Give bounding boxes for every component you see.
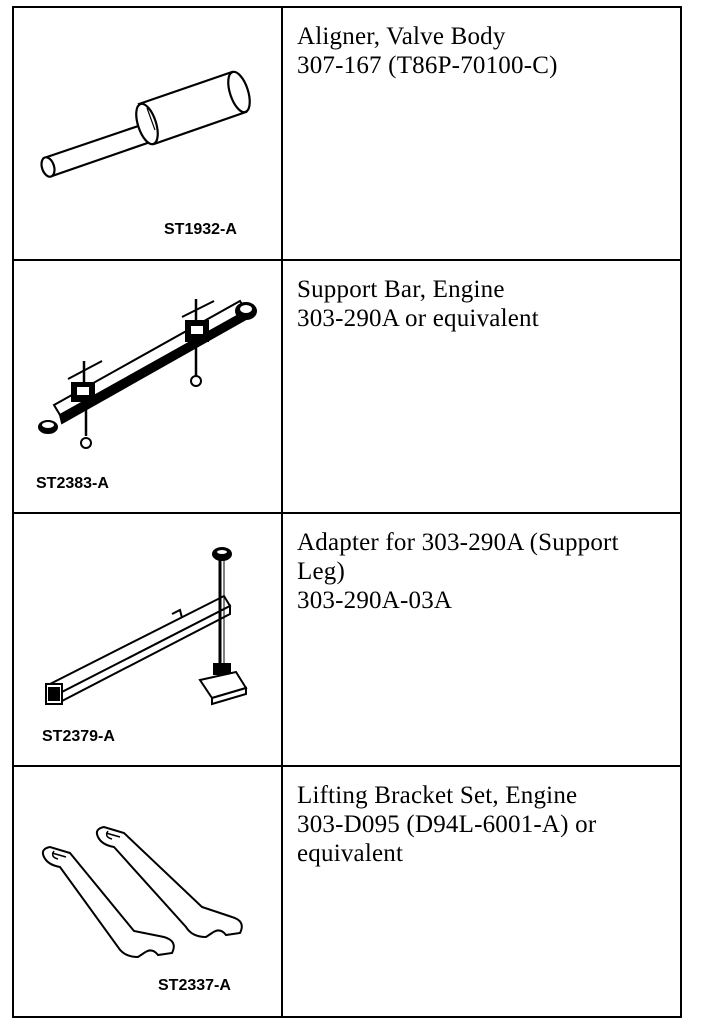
figure-code: ST2379-A: [42, 728, 115, 745]
tool-description-cell: Adapter for 303-290A (Support Leg) 303-2…: [281, 512, 682, 767]
tool-row: ST1932-A Aligner, Valve Body 307-167 (T8…: [12, 6, 682, 261]
tool-name: Lifting Bracket Set, Engine: [297, 782, 578, 809]
tool-description-cell: Aligner, Valve Body 307-167 (T86P-70100-…: [281, 6, 682, 261]
tool-name: Aligner, Valve Body: [297, 23, 506, 50]
special-tools-table: ST1932-A Aligner, Valve Body 307-167 (T8…: [12, 6, 682, 1018]
tool-name: Support Bar, Engine: [297, 276, 505, 303]
engine-support-bar-icon: [14, 261, 281, 514]
tool-illustration-cell: ST2383-A: [12, 259, 283, 514]
tool-illustration-cell: ST2337-A: [12, 765, 283, 1018]
tool-name: Adapter for 303-290A (Support: [297, 529, 619, 556]
tool-number-continued: equivalent: [297, 840, 404, 867]
figure-code: ST2383-A: [36, 475, 109, 492]
tool-name-continued: Leg): [297, 558, 345, 585]
tool-row: ST2337-A Lifting Bracket Set, Engine 303…: [12, 765, 682, 1018]
support-leg-adapter-icon: [14, 514, 281, 767]
tool-row: ST2383-A Support Bar, Engine 303-290A or…: [12, 259, 682, 514]
tool-number: 303-D095 (D94L-6001-A) or: [297, 811, 597, 838]
tool-description-cell: Support Bar, Engine 303-290A or equivale…: [281, 259, 682, 514]
tool-row: ST2379-A Adapter for 303-290A (Support L…: [12, 512, 682, 767]
figure-code: ST2337-A: [158, 977, 231, 994]
tool-number: 307-167 (T86P-70100-C): [297, 52, 558, 79]
tool-number: 303-290A-03A: [297, 587, 453, 614]
figure-code: ST1932-A: [164, 221, 237, 238]
tool-number: 303-290A or equivalent: [297, 305, 539, 332]
tool-illustration-cell: ST2379-A: [12, 512, 283, 767]
engine-lifting-bracket-icon: [14, 767, 281, 1018]
tool-description-cell: Lifting Bracket Set, Engine 303-D095 (D9…: [281, 765, 682, 1018]
valve-body-aligner-icon: [14, 8, 281, 261]
tool-illustration-cell: ST1932-A: [12, 6, 283, 261]
